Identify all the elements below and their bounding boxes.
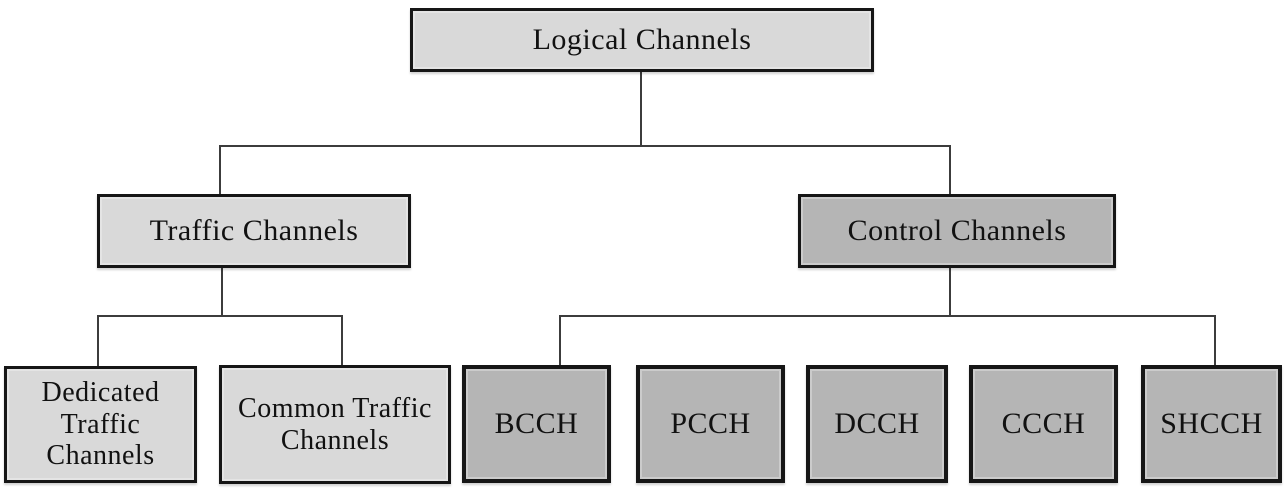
node-ccch-label: CCCH — [1001, 407, 1086, 441]
node-pcch: PCCH — [636, 365, 785, 483]
node-logical-channels: Logical Channels — [410, 8, 874, 72]
node-common-traffic-channels: Common Traffic Channels — [219, 365, 451, 484]
node-bcch-label: BCCH — [494, 407, 579, 441]
node-dcch-label: DCCH — [834, 407, 920, 441]
node-pcch-label: PCCH — [670, 407, 751, 441]
node-dedicated-traffic-channels-label: Dedicated Traffic Channels — [41, 377, 160, 472]
node-ccch: CCCH — [969, 365, 1118, 483]
node-control-channels: Control Channels — [798, 194, 1116, 268]
node-shcch: SHCCH — [1141, 365, 1282, 483]
node-dedicated-traffic-channels: Dedicated Traffic Channels — [4, 366, 197, 483]
node-shcch-label: SHCCH — [1160, 407, 1263, 441]
node-traffic-channels-label: Traffic Channels — [149, 214, 359, 248]
node-dcch: DCCH — [806, 365, 948, 483]
node-logical-channels-label: Logical Channels — [532, 23, 752, 57]
node-bcch: BCCH — [462, 365, 611, 483]
node-traffic-channels: Traffic Channels — [97, 194, 411, 268]
node-control-channels-label: Control Channels — [847, 214, 1067, 248]
node-common-traffic-channels-label: Common Traffic Channels — [238, 393, 432, 456]
